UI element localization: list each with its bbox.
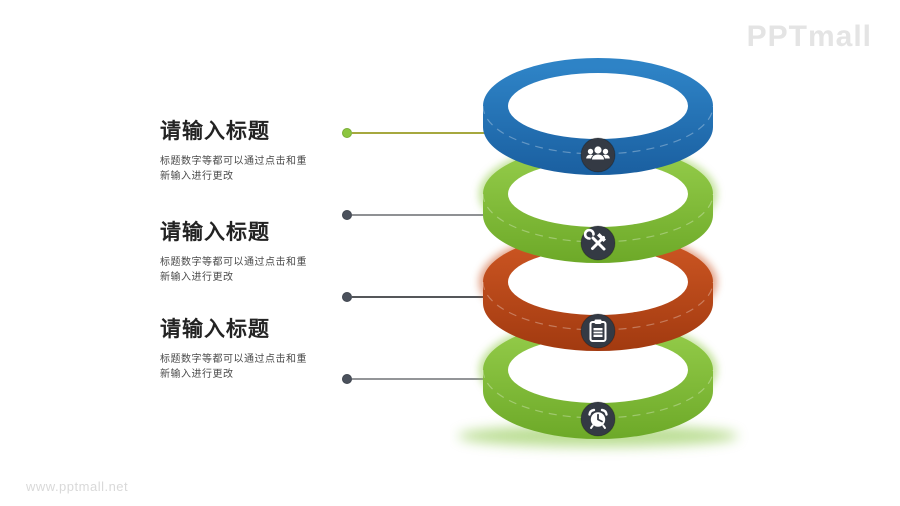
connector-dot [342, 128, 352, 138]
connector-line [352, 132, 490, 134]
block-title[interactable]: 请输入标题 [160, 221, 270, 244]
ring-2[interactable] [479, 143, 717, 263]
ring-hole [508, 161, 688, 227]
connector-3 [342, 292, 490, 302]
ring-stack [458, 58, 738, 447]
ring-1[interactable] [482, 58, 714, 175]
block-body-line: 新输入进行更改 [160, 171, 234, 182]
alarm-clock-icon [588, 408, 608, 429]
connector-line [352, 214, 490, 216]
block-body-line: 标题数字等都可以通过点击和重 [160, 354, 307, 365]
connector-2 [342, 210, 490, 220]
ring-4[interactable] [479, 319, 717, 439]
connector-line [352, 296, 490, 298]
connector-dot [342, 374, 352, 384]
connector-dot [342, 292, 352, 302]
connector-1 [342, 128, 490, 138]
block-body-line: 新输入进行更改 [160, 369, 234, 380]
tools-icon [583, 228, 606, 251]
text-block-2: 请输入标题 标题数字等都可以通过点击和重 新输入进行更改 [160, 221, 350, 285]
text-block-3: 请输入标题 标题数字等都可以通过点击和重 新输入进行更改 [160, 318, 350, 382]
ring-hole [508, 337, 688, 403]
clipboard-icon [589, 319, 607, 342]
block-body-line: 标题数字等都可以通过点击和重 [160, 257, 307, 268]
pptmall-logo: PPTmall [746, 20, 872, 53]
ring-hole [508, 249, 688, 315]
block-body[interactable]: 标题数字等都可以通过点击和重 新输入进行更改 [160, 154, 350, 184]
watermark-url: www.pptmall.net [26, 479, 129, 494]
ring-3[interactable] [479, 231, 717, 351]
ring-hole [508, 73, 688, 139]
block-title[interactable]: 请输入标题 [160, 318, 270, 341]
people-group-icon [586, 146, 610, 160]
block-body-line: 标题数字等都可以通过点击和重 [160, 156, 307, 167]
block-body-line: 新输入进行更改 [160, 272, 234, 283]
connector-4 [342, 374, 490, 384]
block-body[interactable]: 标题数字等都可以通过点击和重 新输入进行更改 [160, 352, 350, 382]
connector-line [352, 378, 490, 380]
block-title[interactable]: 请输入标题 [160, 120, 270, 143]
text-block-1: 请输入标题 标题数字等都可以通过点击和重 新输入进行更改 [160, 120, 350, 184]
block-body[interactable]: 标题数字等都可以通过点击和重 新输入进行更改 [160, 255, 350, 285]
connector-dot [342, 210, 352, 220]
